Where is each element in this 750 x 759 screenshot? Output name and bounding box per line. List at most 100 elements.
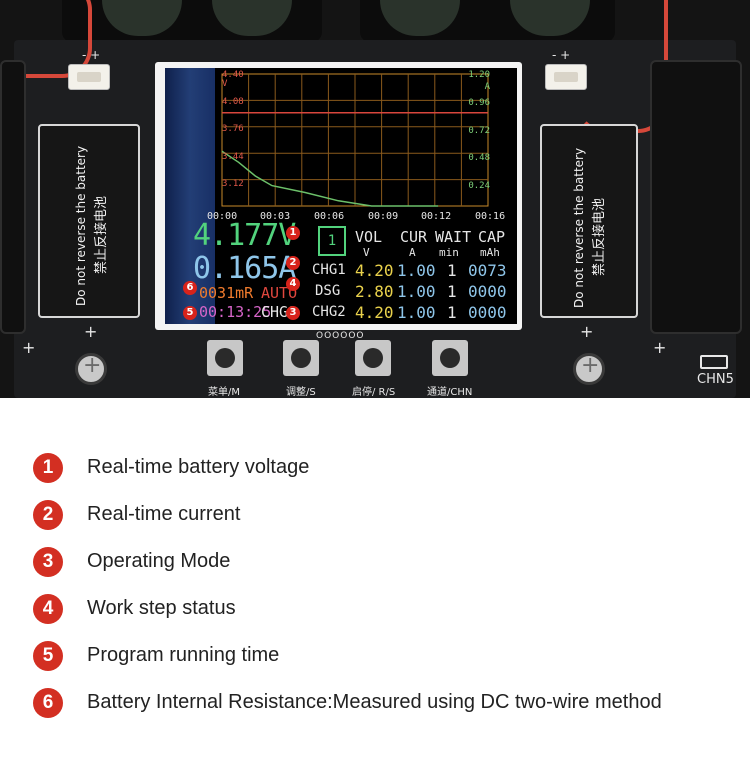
holder-warning-en: Do not reverse the battery bbox=[572, 147, 586, 308]
y-right-tick: 0.96 bbox=[468, 98, 490, 108]
table-cell: 0000 bbox=[468, 303, 507, 322]
table-header: WAIT bbox=[435, 228, 472, 246]
product-photo: - + - + Do not reverse the battery 禁止反接电… bbox=[0, 0, 750, 398]
legend-number: 6 bbox=[33, 688, 63, 718]
y-left-tick: 4.40 bbox=[222, 70, 244, 80]
x-tick: 00:12 bbox=[421, 211, 452, 222]
x-tick: 00:00 bbox=[207, 211, 238, 222]
lcd-screen: 4.40 V 4.08 3.76 3.44 3.12 1.20 A 0.96 0… bbox=[165, 68, 517, 324]
legend-number: 5 bbox=[33, 641, 63, 671]
table-cell: CHG1 bbox=[312, 262, 346, 278]
y-left-tick: 3.76 bbox=[222, 124, 244, 134]
red-wire-left bbox=[0, 0, 92, 78]
mode-indicator: 1 bbox=[318, 226, 346, 256]
holder-warning-cn: 禁止反接电池 bbox=[94, 195, 109, 274]
chart-area: 4.40 V 4.08 3.76 3.44 3.12 1.20 A 0.96 0… bbox=[220, 70, 490, 210]
polarity-left: - + bbox=[82, 48, 101, 62]
channel-button-label: 通道/CHN bbox=[427, 387, 473, 398]
plus-sign: + bbox=[84, 322, 98, 341]
table-cell: 1.00 bbox=[397, 303, 436, 322]
start-stop-button[interactable] bbox=[355, 340, 391, 376]
table-header: CUR bbox=[400, 228, 428, 246]
polarity-right: - + bbox=[552, 48, 571, 62]
table-cell: DSG bbox=[315, 283, 341, 299]
table-cell: 1.00 bbox=[397, 282, 436, 301]
screw-icon bbox=[75, 353, 107, 385]
plus-sign: + bbox=[580, 322, 594, 341]
right-fan bbox=[360, 0, 615, 42]
table-unit: mAh bbox=[480, 246, 500, 259]
table-cell: 0073 bbox=[468, 261, 507, 280]
y-right-tick: 1.20 bbox=[468, 70, 490, 80]
table-cell: 1 bbox=[447, 303, 457, 322]
battery-connector-right bbox=[545, 64, 587, 90]
left-fan bbox=[62, 0, 322, 42]
fan-blade bbox=[102, 0, 182, 36]
start-stop-button-label: 启停/ R/S bbox=[352, 387, 396, 398]
menu-button[interactable] bbox=[207, 340, 243, 376]
battery-slot bbox=[650, 60, 742, 334]
resistance-readout: 0031mR bbox=[199, 284, 254, 302]
table-unit: V bbox=[363, 246, 370, 259]
callout-badge: 6 bbox=[183, 281, 197, 295]
feature-legend: 1 Real-time battery voltage 2 Real-time … bbox=[0, 398, 750, 759]
holder-warning-en: Do not reverse the battery bbox=[74, 145, 88, 306]
legend-number: 1 bbox=[33, 453, 63, 483]
battery-icon bbox=[700, 355, 728, 369]
table-cell: 4.20 bbox=[355, 303, 394, 322]
x-tick: 00:09 bbox=[368, 211, 399, 222]
callout-badge: 3 bbox=[286, 306, 300, 320]
channel-label: CHN5 bbox=[697, 372, 734, 387]
plus-sign: + bbox=[22, 338, 36, 357]
screw-icon bbox=[573, 353, 605, 385]
legend-text: Operating Mode bbox=[87, 550, 231, 572]
plus-sign: + bbox=[653, 338, 667, 357]
battery-connector-left bbox=[68, 64, 110, 90]
battery-holder-right: Do not reverse the battery 禁止反接电池 bbox=[540, 124, 638, 318]
holder-warning-cn: 禁止反接电池 bbox=[592, 197, 607, 276]
table-cell: 2.80 bbox=[355, 282, 394, 301]
x-tick: 00:16 bbox=[475, 211, 506, 222]
voltage-readout: 4.177V bbox=[193, 218, 296, 253]
y-left-tick: 3.44 bbox=[222, 152, 244, 162]
battery-slot bbox=[0, 60, 26, 334]
table-cell: 0000 bbox=[468, 282, 507, 301]
legend-text: Real-time battery voltage bbox=[87, 456, 310, 478]
x-tick: 00:06 bbox=[314, 211, 345, 222]
callout-badge: 2 bbox=[286, 256, 300, 270]
legend-number: 4 bbox=[33, 594, 63, 624]
y-left-unit: V bbox=[222, 79, 228, 89]
y-right-unit: A bbox=[484, 82, 490, 92]
callout-badge: 4 bbox=[286, 277, 300, 291]
menu-button-label: 菜单/M bbox=[208, 387, 240, 398]
table-cell: 1 bbox=[447, 282, 457, 301]
current-readout: 0.165A bbox=[193, 251, 296, 286]
legend-text: Real-time current bbox=[87, 503, 241, 525]
table-cell: CHG2 bbox=[312, 304, 346, 320]
channel-button[interactable] bbox=[432, 340, 468, 376]
legend-text: Battery Internal Resistance:Measured usi… bbox=[87, 691, 662, 713]
y-right-tick: 0.72 bbox=[468, 126, 490, 136]
y-right-tick: 0.24 bbox=[468, 181, 490, 191]
indicator-dots: OOOOOO bbox=[316, 331, 365, 341]
adjust-button[interactable] bbox=[283, 340, 319, 376]
y-right-tick: 0.48 bbox=[468, 153, 490, 163]
adjust-button-label: 调整/S bbox=[286, 387, 316, 398]
callout-badge: 1 bbox=[286, 226, 300, 240]
y-left-tick: 3.12 bbox=[222, 179, 244, 189]
table-cell: 1 bbox=[447, 261, 457, 280]
y-left-tick: 4.08 bbox=[222, 97, 244, 107]
legend-text: Work step status bbox=[87, 597, 236, 619]
callout-badge: 5 bbox=[183, 306, 197, 320]
table-header: VOL bbox=[355, 228, 383, 246]
x-tick: 00:03 bbox=[260, 211, 291, 222]
table-header: CAP bbox=[478, 228, 506, 246]
table-cell: 1.00 bbox=[397, 261, 436, 280]
table-unit: min bbox=[439, 246, 459, 259]
voltage-current-chart bbox=[221, 73, 489, 207]
legend-text: Program running time bbox=[87, 644, 280, 666]
table-cell: 4.20 bbox=[355, 261, 394, 280]
current-series-line bbox=[221, 150, 439, 207]
run-time-readout: 00:13:25 bbox=[199, 303, 272, 321]
legend-number: 3 bbox=[33, 547, 63, 577]
